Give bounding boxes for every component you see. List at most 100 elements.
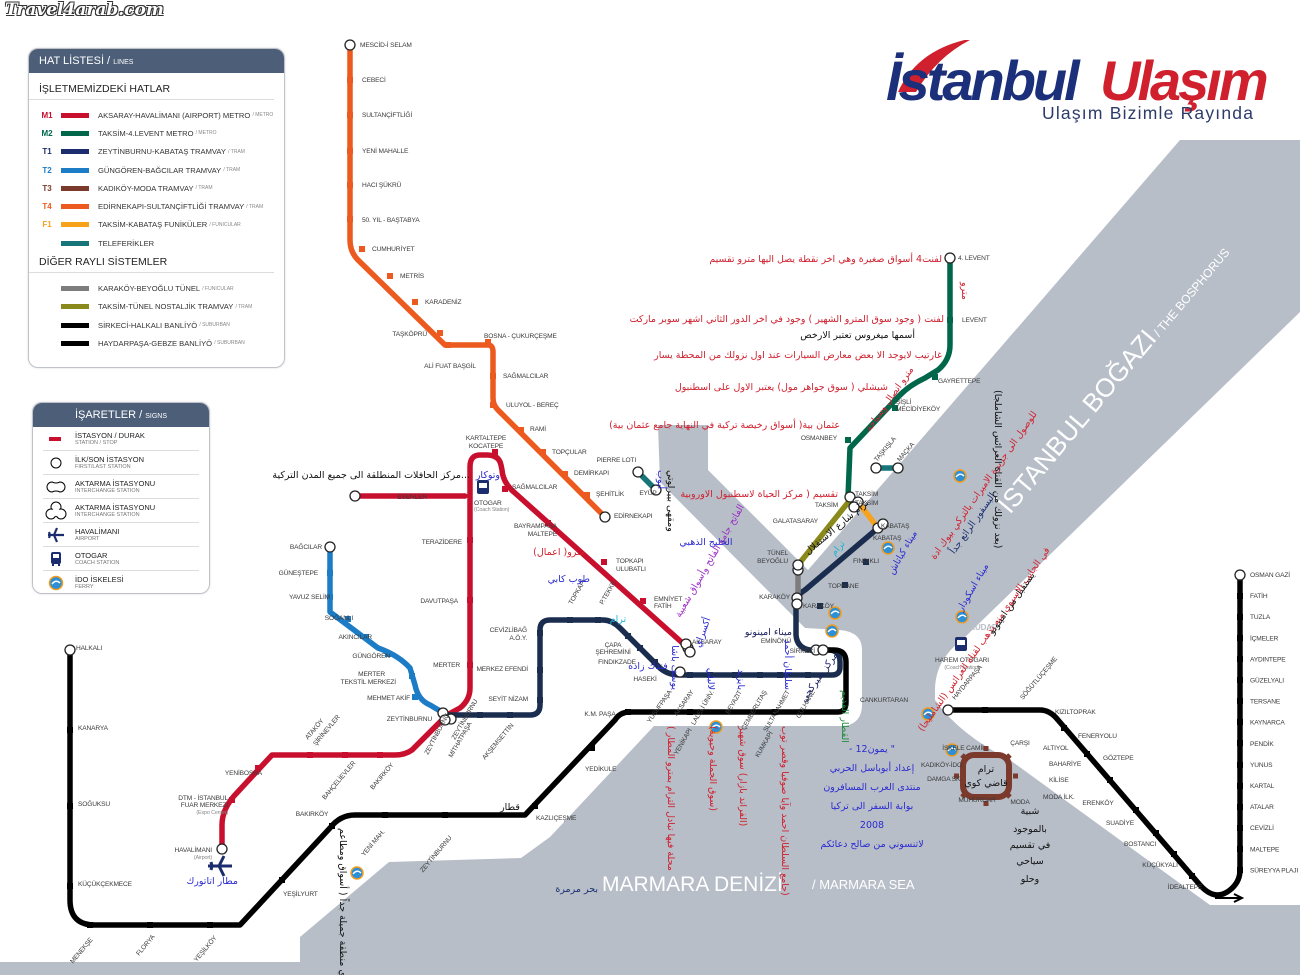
station-node[interactable] — [791, 598, 803, 610]
station-label-sub_as[interactable]: KAYNARCA — [1250, 720, 1285, 727]
station-label-t1[interactable]: FINDIKLI — [853, 558, 879, 565]
station-label-sub_as[interactable]: ATALAR — [1250, 804, 1274, 811]
station-label-sub_as[interactable]: KÜÇÜKYALI — [1142, 861, 1178, 869]
station-label-sub_eu[interactable]: YEDİKULE — [585, 764, 617, 773]
station-label-t1[interactable]: P.TEKKE — [599, 579, 618, 606]
station-label-t1[interactable]: HASEKİ — [633, 674, 657, 683]
station-label-sub_as[interactable]: FATİH — [1250, 591, 1268, 600]
station-label-sub_eu[interactable]: BAKIRKÖY — [296, 810, 329, 818]
station-label-m1[interactable]: FUAR MERKEZİ — [181, 800, 229, 809]
station-label-t2[interactable]: YAVUZ SELİM — [289, 592, 330, 601]
station-node[interactable] — [684, 646, 696, 658]
station-label-sub_as[interactable]: GÖZTEPE — [1103, 754, 1134, 762]
station-label-misc[interactable]: TAŞKIŞLA — [873, 435, 898, 463]
station-label-t3[interactable]: İSKELE CAMİİ — [942, 743, 984, 752]
station-label-t2[interactable]: MEHMET AKİF — [367, 693, 410, 702]
station-label-sub_as[interactable]: GÜZELYALI — [1250, 677, 1284, 685]
station-label-m1[interactable]: DAVUTPAŞA — [420, 598, 459, 605]
station-label-sub_as[interactable]: BOSTANCI — [1124, 841, 1156, 848]
station-label-t1[interactable]: YUSUFPAŞA — [646, 689, 674, 725]
station-label-sub_as[interactable]: OSMAN GAZİ — [1250, 570, 1290, 579]
station-label-t4[interactable]: SULTANÇİFTLİĞİ — [362, 110, 413, 119]
station-label-m1[interactable]: DTM - İSTANBUL — [178, 793, 228, 802]
station-label-t1[interactable]: ŞEHREMİNİ — [595, 647, 631, 656]
station-node[interactable] — [674, 666, 686, 678]
station-label-sub_as[interactable]: TERSANE — [1250, 699, 1281, 706]
station-node[interactable] — [632, 466, 644, 478]
station-label-m1[interactable]: ESENLER — [397, 494, 427, 501]
station-label-sub_eu[interactable]: CANKURTARAN — [860, 697, 908, 704]
station-node[interactable] — [944, 252, 956, 264]
station-label-t4[interactable]: MESCİD-İ SELAM — [360, 40, 412, 49]
station-label-t2[interactable]: AKINCILAR — [339, 634, 373, 641]
station-node[interactable] — [817, 644, 829, 656]
station-label-m2[interactable]: KABATAŞ — [881, 523, 910, 530]
station-label-m1[interactable]: EMNİYET — [654, 594, 683, 603]
ferry-icon[interactable] — [881, 541, 895, 555]
station-label-sub_eu[interactable]: YENİ MAH. — [359, 827, 387, 858]
station-label-sub_as[interactable]: AYDINTEPE — [1250, 656, 1286, 663]
station-label-t4[interactable]: ULUYOL - BEREÇ — [506, 402, 559, 409]
station-label-misc[interactable]: EYÜP — [639, 489, 657, 497]
station-label-t4[interactable]: ALİ FUAT BAŞGİL — [424, 361, 476, 370]
station-label-sub_as[interactable]: İÇMELER — [1250, 633, 1279, 642]
station-label-sub_as[interactable]: MALTEPE — [1250, 846, 1280, 853]
station-label-m2[interactable]: OSMANBEY — [801, 435, 838, 442]
station-label-t4[interactable]: TOPÇULAR — [552, 449, 587, 456]
station-label-m1[interactable]: YENİBOSNA — [225, 768, 263, 777]
station-label-sub_eu[interactable]: KANARYA — [78, 725, 109, 732]
station-label-sub_as[interactable]: FENERYOLU — [1078, 733, 1117, 740]
station-label-t4[interactable]: 50. YIL - BAŞTABYA — [362, 217, 420, 224]
ferry-icon[interactable] — [350, 866, 364, 880]
station-label-t4[interactable]: CUMHURİYET — [372, 244, 415, 253]
station-label-sub_as[interactable]: PENDİK — [1250, 739, 1275, 748]
station-label-misc[interactable]: TÜNEL — [767, 549, 788, 557]
station-label-sub_as[interactable]: İDEALTEPE — [1168, 882, 1203, 891]
station-label-t4[interactable]: TAŞKÖPRÜ — [392, 330, 427, 338]
station-label-m1[interactable]: MERTER — [433, 662, 460, 669]
station-label-t2[interactable]: GÜNGÖREN — [352, 652, 390, 660]
station-label-m2[interactable]: TAKSİM — [855, 489, 878, 498]
station-node[interactable] — [870, 462, 882, 474]
station-label-misc[interactable]: BEŞİKTAŞ — [921, 462, 961, 471]
station-label-m1[interactable]: KOCATEPE — [469, 443, 504, 450]
station-label-t4[interactable]: EDİRNEKAPI — [614, 511, 653, 520]
station-label-t4[interactable]: HACI ŞÜKRÜ — [362, 181, 402, 189]
station-node[interactable] — [349, 490, 361, 502]
station-label-t2[interactable]: BAĞCILAR — [290, 542, 323, 551]
ferry-icon[interactable] — [828, 606, 842, 620]
station-label-t2[interactable]: MERTER — [358, 671, 385, 678]
station-label-m2[interactable]: GAYRETTEPE — [938, 378, 981, 385]
station-label-misc[interactable]: (Coach Station) — [944, 665, 980, 671]
station-label-m2[interactable]: LEVENT — [962, 317, 987, 324]
station-node[interactable] — [439, 714, 451, 726]
station-label-sub_as[interactable]: KIZILTOPRAK — [1055, 709, 1097, 716]
station-node[interactable] — [64, 644, 76, 656]
station-label-t3[interactable]: DAMGA SK. — [927, 776, 962, 783]
station-label-misc[interactable]: KARAKÖY — [759, 593, 791, 601]
station-label-misc[interactable]: PIERRE LOTI — [597, 457, 637, 464]
station-label-m1[interactable]: MALTEPE — [528, 531, 558, 538]
station-label-m1[interactable]: OTOGAR — [474, 500, 502, 507]
station-label-t3[interactable]: ALTIYOL — [1043, 745, 1069, 752]
station-label-m1[interactable]: KARTALTEPE — [466, 435, 507, 442]
station-label-sub_eu[interactable]: FLORYA — [135, 933, 157, 957]
station-node[interactable] — [599, 511, 611, 523]
station-label-m1[interactable]: ULUBATLI — [616, 566, 646, 573]
station-label-t3[interactable]: BAHARİYE — [1049, 759, 1082, 768]
station-label-m1[interactable]: BAHÇELİEVLER — [320, 758, 358, 801]
ferry-icon[interactable] — [953, 469, 967, 483]
station-label-m2[interactable]: TAKSİM — [815, 500, 838, 509]
station-node[interactable] — [892, 462, 904, 474]
station-label-sub_eu[interactable]: MENEKŞE — [69, 936, 95, 965]
station-label-sub_eu[interactable]: SOĞUKSU — [78, 799, 110, 808]
station-label-sub_as[interactable]: ERENKÖY — [1082, 799, 1114, 807]
station-label-misc[interactable]: BEYOĞLU — [757, 556, 788, 565]
station-label-sub_as[interactable]: YUNUS — [1250, 762, 1273, 769]
station-label-t1[interactable]: FINDIKZADE — [598, 659, 637, 666]
station-label-m1[interactable]: BAYRAMPAŞA — [514, 523, 558, 530]
station-label-sub_eu[interactable]: KAZLIÇEŞME — [536, 815, 577, 822]
station-node[interactable] — [324, 541, 336, 553]
station-label-m2[interactable]: MECİDİYEKÖY — [896, 404, 941, 413]
station-label-sub_eu[interactable]: HALKALI — [76, 645, 103, 652]
